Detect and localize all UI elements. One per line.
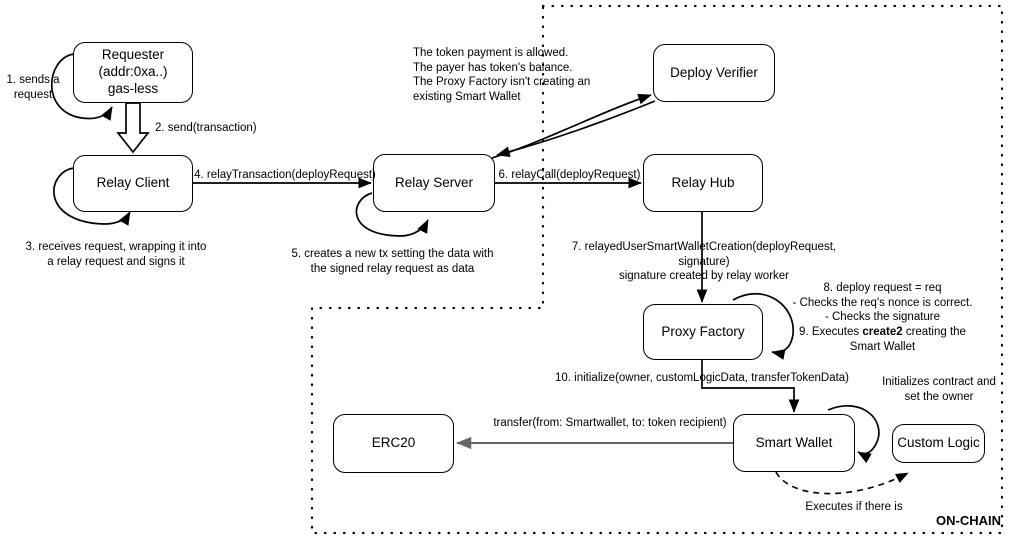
node-custom-logic-label: Custom Logic [897,435,980,451]
node-deploy-verifier[interactable]: Deploy Verifier [653,44,775,102]
annotation-proxy-factory-note: 8. deploy request = req - Checks the req… [770,281,995,355]
factory-note-line-3: - Checks the signature [824,311,941,324]
annotation-initializes-note: Initializes contract and set the owner [882,376,996,403]
annotation-step-3: 3. receives request, wrapping it into a … [25,241,207,268]
node-relay-server-label: Relay Server [394,174,474,190]
node-relay-hub-label: Relay Hub [671,174,735,190]
annotation-verifier-note: The token payment is allowed. The payer … [413,47,591,104]
factory-note-line-4-pre: 9. Executes [799,326,863,339]
node-relay-server[interactable]: Relay Server [373,154,495,212]
node-requester[interactable]: Requester (addr:0xa..) gas-less [73,42,193,103]
node-proxy-factory[interactable]: Proxy Factory [643,304,763,360]
annotation-step-10: 10. initialize(owner, customLogicData, t… [554,372,850,384]
annotation-step-6: 6. relayCall(deployRequest) [498,169,641,181]
factory-note-line-2: - Checks the req's nonce is correct. [792,296,973,309]
node-proxy-factory-label: Proxy Factory [661,323,745,339]
edge-deploy-verifier-to-relay-server [496,100,656,158]
node-custom-logic[interactable]: Custom Logic [892,424,985,463]
annotation-step-2: 2. send(transaction) [155,122,257,134]
factory-note-line-5: Smart Wallet [849,340,916,353]
node-relay-client-label: Relay Client [96,175,170,191]
on-chain-label: ON-CHAIN [936,513,1001,528]
edge-requester-to-relay-client [116,102,150,154]
node-requester-label: Requester (addr:0xa..) gas-less [98,47,168,96]
node-deploy-verifier-label: Deploy Verifier [670,64,758,80]
annotation-executes-note: Executes if there is [805,501,903,513]
node-relay-client[interactable]: Relay Client [73,155,193,212]
node-erc20-label: ERC20 [371,435,416,451]
node-relay-hub[interactable]: Relay Hub [643,154,763,212]
annotation-step-5: 5. creates a new tx setting the data wit… [291,248,494,275]
annotation-step-1: 1. sends a request [6,74,60,101]
factory-note-line-4-post: creating the [902,326,966,339]
edge-proxy-factory-to-smart-wallet [701,360,800,413]
annotation-transfer-note: transfer(from: Smartwallet, to: token re… [493,417,727,429]
node-erc20[interactable]: ERC20 [333,414,454,473]
node-smart-wallet-label: Smart Wallet [755,434,833,450]
factory-note-line-1: 8. deploy request = req [823,282,942,294]
edge-smart-wallet-to-custom-logic [775,471,909,495]
factory-note-create2: create2 [862,326,903,339]
factory-note-line-4: 9. Executes create2 creating the [770,325,995,340]
annotation-step-4: 4. relayTransaction(deployRequest) [194,169,376,181]
annotation-step-7: 7. relayedUserSmartWalletCreation(deploy… [571,241,837,283]
